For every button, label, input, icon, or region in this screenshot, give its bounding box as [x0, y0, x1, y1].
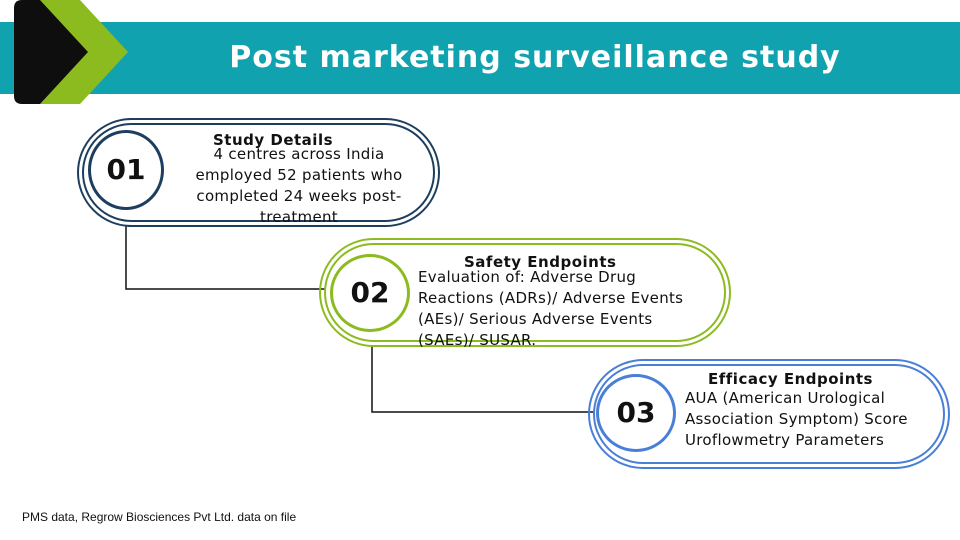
- step-1-heading: Study Details: [213, 131, 334, 149]
- step-1-number: 01: [88, 130, 164, 210]
- step-3-number: 03: [596, 374, 676, 452]
- chevron-logo-icon: [14, 0, 128, 104]
- step-3-heading: Efficacy Endpoints: [708, 370, 873, 388]
- step-2-number: 02: [330, 254, 410, 332]
- title-banner: [0, 22, 960, 94]
- page-title: Post marketing surveillance study: [229, 40, 841, 75]
- step-3-body: AUA (American Urological Association Sym…: [685, 389, 908, 449]
- source-footnote: PMS data, Regrow Biosciences Pvt Ltd. da…: [22, 510, 297, 524]
- step-2-body: Evaluation of: Adverse Drug Reactions (A…: [418, 268, 684, 349]
- step-2-heading: Safety Endpoints: [464, 253, 617, 271]
- step-1-body: 4 centres across India employed 52 patie…: [195, 145, 403, 226]
